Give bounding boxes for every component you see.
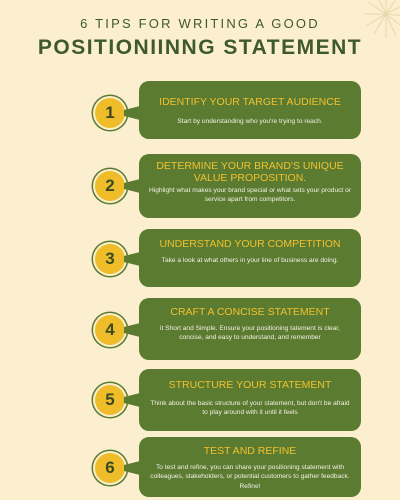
connector-arrow-icon <box>124 106 140 120</box>
step-description: Start by understanding who you're trying… <box>177 118 323 125</box>
step-description: it Short and Simple. Ensure your positio… <box>160 325 340 342</box>
step-card: CRAFT A CONCISE STATEMENT it Short and S… <box>139 298 361 360</box>
subtitle: 6 TIPS FOR WRITING A GOOD <box>80 16 320 31</box>
connector-arrow-icon <box>124 323 140 337</box>
step-number-badge: 1 <box>95 98 125 128</box>
step-number-badge: 3 <box>95 244 125 274</box>
step-description: Take a look at what others in your line … <box>161 257 339 264</box>
sunburst-decoration-icon <box>364 0 400 38</box>
step-number-badge: 2 <box>95 171 125 201</box>
step-card: IDENTIFY YOUR TARGET AUDIENCE Start by u… <box>139 81 361 139</box>
step-title: IDENTIFY YOUR TARGET AUDIENCE <box>159 96 341 108</box>
step-title: CRAFT A CONCISE STATEMENT <box>170 306 330 318</box>
step-title: UNDERSTAND YOUR COMPETITION <box>159 238 341 250</box>
step-description: Highlight what makes your brand special … <box>149 187 351 204</box>
step-title: STRUCTURE YOUR STATEMENT <box>168 379 332 391</box>
step-title: TEST AND REFINE <box>203 445 297 457</box>
step-number-badge: 6 <box>95 453 125 483</box>
step-card: STRUCTURE YOUR STATEMENT Think about the… <box>139 369 361 431</box>
step-card: TEST AND REFINE To test and refine, you … <box>139 437 361 497</box>
step-card: DETERMINE YOUR BRAND'S UNIQUE VALUE PROP… <box>139 154 361 218</box>
step-card: UNDERSTAND YOUR COMPETITION Take a look … <box>139 229 361 287</box>
step-number-badge: 5 <box>95 385 125 415</box>
page-title: POSITIONIINNG STATEMENT <box>37 36 363 59</box>
connector-arrow-icon <box>124 461 140 475</box>
step-number-badge: 4 <box>95 315 125 345</box>
step-description: Think about the basic structure of your … <box>150 400 350 417</box>
connector-arrow-icon <box>124 179 140 193</box>
step-description: To test and refine, you can share your p… <box>150 464 350 490</box>
connector-arrow-icon <box>124 252 140 266</box>
connector-arrow-icon <box>124 393 140 407</box>
step-title: DETERMINE YOUR BRAND'S UNIQUE VALUE PROP… <box>156 160 344 184</box>
